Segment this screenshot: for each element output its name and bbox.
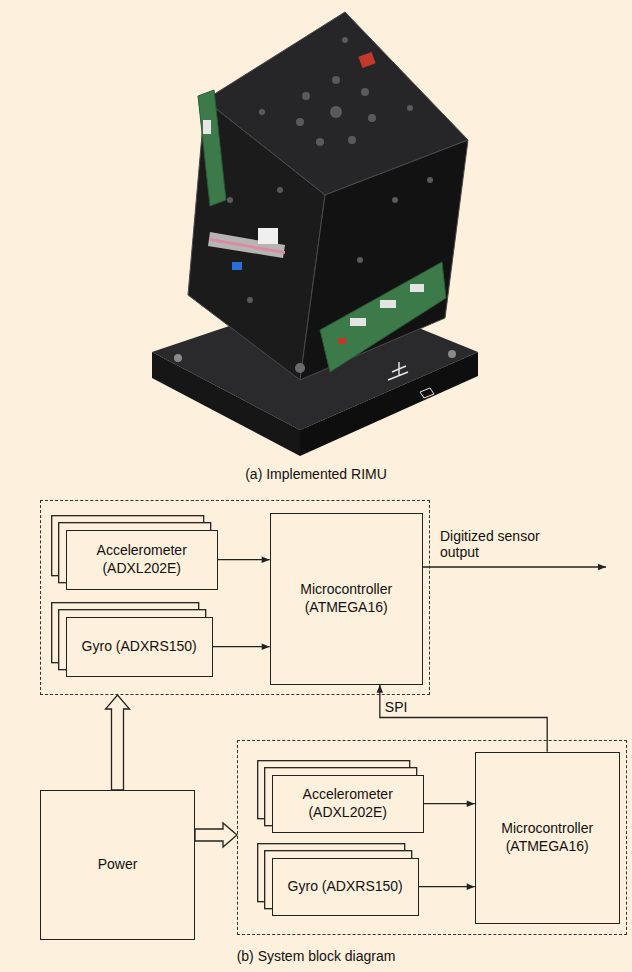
sensor-cube <box>380 300 396 308</box>
sensor-cube <box>368 114 376 122</box>
sensor-cube <box>188 12 468 380</box>
base-plate <box>448 350 456 358</box>
power-box: Power <box>40 790 195 940</box>
sensor-cube <box>392 197 398 203</box>
sensor-cube <box>407 105 413 111</box>
figure-caption: (a) Implemented RIMU <box>0 466 632 482</box>
signal-arrow <box>213 646 270 647</box>
box-label: Accelerometer (ADXL202E) <box>73 542 211 577</box>
sensor-box: Gyro (ADXRS150) <box>272 858 419 916</box>
base-plate <box>388 362 408 380</box>
module-boundary: Accelerometer (ADXL202E) Gyro (ADXRS150) M… <box>40 500 430 695</box>
sensor-cube <box>320 262 446 372</box>
sensor-box: Accelerometer (ADXL202E) <box>272 775 424 833</box>
processor-box: Microcontroller (ATMEGA16) <box>475 752 620 924</box>
sensor-box: Gyro (ADXRS150) <box>66 617 213 677</box>
sensor-cube <box>302 92 310 100</box>
base-plate <box>152 352 300 456</box>
processor-box: Microcontroller (ATMEGA16) <box>270 513 423 685</box>
box-label: Microcontroller (ATMEGA16) <box>277 581 416 616</box>
signal-label: Digitized sensor output <box>440 528 552 560</box>
box-label: Accelerometer (ADXL202E) <box>279 786 417 821</box>
sensor-cube <box>348 136 356 144</box>
sensor-cube <box>295 363 305 373</box>
sensor-cube <box>258 228 278 244</box>
signal-arrow <box>218 559 270 560</box>
sensor-cube <box>350 318 366 326</box>
sensor-cube <box>227 197 233 203</box>
signal-arrow <box>424 803 475 804</box>
sensor-cube <box>350 284 424 326</box>
sensor-cube <box>361 88 369 96</box>
sensor-cube <box>198 90 226 206</box>
signal-arrow <box>419 886 475 887</box>
sensor-cube <box>296 118 304 126</box>
base-plate <box>174 354 182 362</box>
sensor-cube <box>259 109 265 115</box>
sensor-box: Accelerometer (ADXL202E) <box>66 530 218 590</box>
sensor-cube <box>247 297 253 303</box>
box-label: Microcontroller (ATMEGA16) <box>482 820 613 855</box>
sensor-cube <box>427 177 433 183</box>
figure-caption: (b) System block diagram <box>0 948 632 964</box>
bus-label: SPI <box>385 699 408 715</box>
sensor-cube <box>332 76 340 84</box>
sensor-cube <box>342 37 348 43</box>
box-label: Gyro (ADXRS150) <box>288 878 403 896</box>
sensor-cube <box>232 262 242 270</box>
box-label: Power <box>98 856 138 874</box>
sensor-cube <box>277 187 283 193</box>
sensor-cube <box>203 120 211 134</box>
sensor-cube <box>338 338 346 344</box>
power-arrow <box>106 695 130 790</box>
sensor-cube <box>227 37 433 303</box>
sensor-cube <box>316 138 324 146</box>
module-boundary: Accelerometer (ADXL202E) Gyro (ADXRS150) M… <box>237 740 627 935</box>
sensor-cube <box>358 52 375 68</box>
sensor-cube <box>357 257 363 263</box>
output-arrow <box>423 566 606 567</box>
sensor-cube <box>300 140 468 380</box>
base-plate <box>420 388 434 398</box>
power-arrow <box>195 823 237 847</box>
sensor-cube <box>330 106 342 118</box>
sensor-cube <box>410 284 424 292</box>
box-label: Gyro (ADXRS150) <box>82 638 197 656</box>
